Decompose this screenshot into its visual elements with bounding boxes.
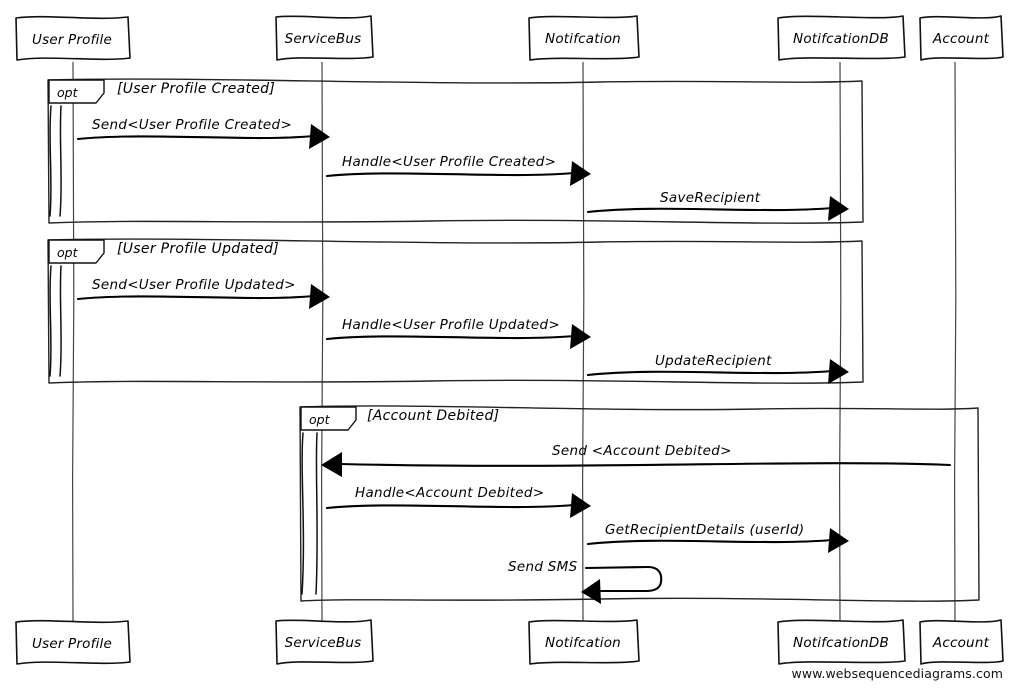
actor-label-userprofile-bottom: User Profile xyxy=(32,636,112,652)
message-line-3-3 xyxy=(586,538,834,546)
actor-box-notifcation-top[interactable] xyxy=(528,15,640,61)
message-label-3-3: GetRecipientDetails (userId) xyxy=(605,522,804,538)
opt-frame-2-border xyxy=(47,238,864,384)
actor-label-notifcation-bottom: Notifcation xyxy=(545,635,621,651)
actor-box-servicebus-bottom[interactable] xyxy=(275,619,374,665)
activation-bar-userprofile-1 xyxy=(49,105,62,217)
actor-label-userprofile-top: User Profile xyxy=(32,32,112,48)
actor-label-notifcation-top: Notifcation xyxy=(545,31,621,47)
opt-tab-2 xyxy=(48,239,105,264)
message-line-1-2 xyxy=(325,171,576,178)
lifeline-notifcation xyxy=(581,61,585,623)
actor-labels-bottom: User Profile ServiceBus Notifcation Noti… xyxy=(32,635,990,652)
opt-fragment-3[interactable]: opt [Account Debited] Send <Account Debi… xyxy=(299,405,980,604)
actor-label-account-top: Account xyxy=(932,31,990,47)
actor-box-notifcationdb-top[interactable] xyxy=(777,15,906,61)
actor-boxes-bottom xyxy=(15,619,1004,665)
message-line-3-4-self xyxy=(584,565,663,593)
message-label-2-1: Send<User Profile Updated> xyxy=(92,277,296,293)
opt-keyword-3: opt xyxy=(309,412,331,427)
opt-tab-1 xyxy=(48,79,105,104)
activation-bar-servicebus-3 xyxy=(301,432,318,595)
message-arrow-3-1 xyxy=(321,452,342,477)
message-label-1-2: Handle<User Profile Created> xyxy=(342,154,556,170)
message-label-2-2: Handle<User Profile Updated> xyxy=(342,317,560,333)
message-arrow-2-2 xyxy=(570,324,591,349)
message-label-1-1: Send<User Profile Created> xyxy=(92,117,292,133)
actor-box-notifcationdb-bottom[interactable] xyxy=(777,619,906,665)
message-line-1-3 xyxy=(586,206,834,214)
message-arrow-2-3 xyxy=(828,359,849,384)
message-arrow-1-1 xyxy=(309,124,330,149)
actor-box-account-top[interactable] xyxy=(919,15,1004,61)
message-arrow-1-3 xyxy=(828,196,849,221)
actor-label-notifcationdb-top: NotifcationDB xyxy=(793,31,889,47)
message-arrow-2-1 xyxy=(309,284,330,309)
opt-frame-1-border xyxy=(47,78,864,224)
actor-label-servicebus-top: ServiceBus xyxy=(285,31,362,47)
lifeline-servicebus xyxy=(320,61,324,623)
lifeline-userprofile xyxy=(71,61,75,623)
lifeline-account xyxy=(953,61,957,623)
opt-frame-3-border xyxy=(299,405,980,602)
actor-box-account-bottom[interactable] xyxy=(919,619,1004,665)
opt-condition-1: [User Profile Created] xyxy=(117,81,275,97)
message-label-1-3: SaveRecipient xyxy=(660,190,761,206)
message-line-2-3 xyxy=(586,369,834,377)
actor-label-servicebus-bottom: ServiceBus xyxy=(285,635,362,651)
message-line-3-1 xyxy=(338,462,952,467)
opt-keyword-1: opt xyxy=(57,85,79,100)
opt-condition-3: [Account Debited] xyxy=(367,408,499,424)
opt-fragment-1[interactable]: opt [User Profile Created] Send<User Pro… xyxy=(47,78,864,224)
lifeline-notifcationdb xyxy=(838,61,842,623)
activation-bar-userprofile-2 xyxy=(49,265,62,377)
opt-condition-2: [User Profile Updated] xyxy=(117,241,279,257)
actor-box-userprofile-bottom[interactable] xyxy=(15,619,131,665)
actor-label-notifcationdb-bottom: NotifcationDB xyxy=(793,635,889,651)
actor-label-account-bottom: Account xyxy=(932,635,990,651)
message-arrow-1-2 xyxy=(570,161,591,186)
actor-boxes-top xyxy=(15,15,1004,61)
message-label-3-2: Handle<Account Debited> xyxy=(355,485,544,501)
actor-box-servicebus-top[interactable] xyxy=(275,15,374,61)
message-arrow-3-2 xyxy=(570,493,591,518)
message-label-3-1: Send <Account Debited> xyxy=(552,443,732,459)
message-line-3-2 xyxy=(325,503,576,510)
message-arrow-3-4 xyxy=(581,579,601,604)
actor-labels-top: User Profile ServiceBus Notifcation Noti… xyxy=(32,31,990,48)
actor-box-notifcation-bottom[interactable] xyxy=(528,619,640,665)
watermark: www.websequencediagrams.com xyxy=(792,666,1003,681)
message-label-3-4: Send SMS xyxy=(508,559,578,575)
message-line-2-1 xyxy=(76,294,315,301)
opt-fragment-2[interactable]: opt [User Profile Updated] Send<User Pro… xyxy=(47,238,864,384)
actor-box-userprofile-top[interactable] xyxy=(15,15,131,61)
message-line-2-2 xyxy=(325,334,576,341)
message-label-2-3: UpdateRecipient xyxy=(655,353,772,369)
opt-tab-3 xyxy=(300,406,357,431)
opt-keyword-2: opt xyxy=(57,245,79,260)
lifelines-group xyxy=(71,61,957,623)
message-arrow-3-3 xyxy=(828,528,849,553)
message-line-1-1 xyxy=(76,134,315,141)
